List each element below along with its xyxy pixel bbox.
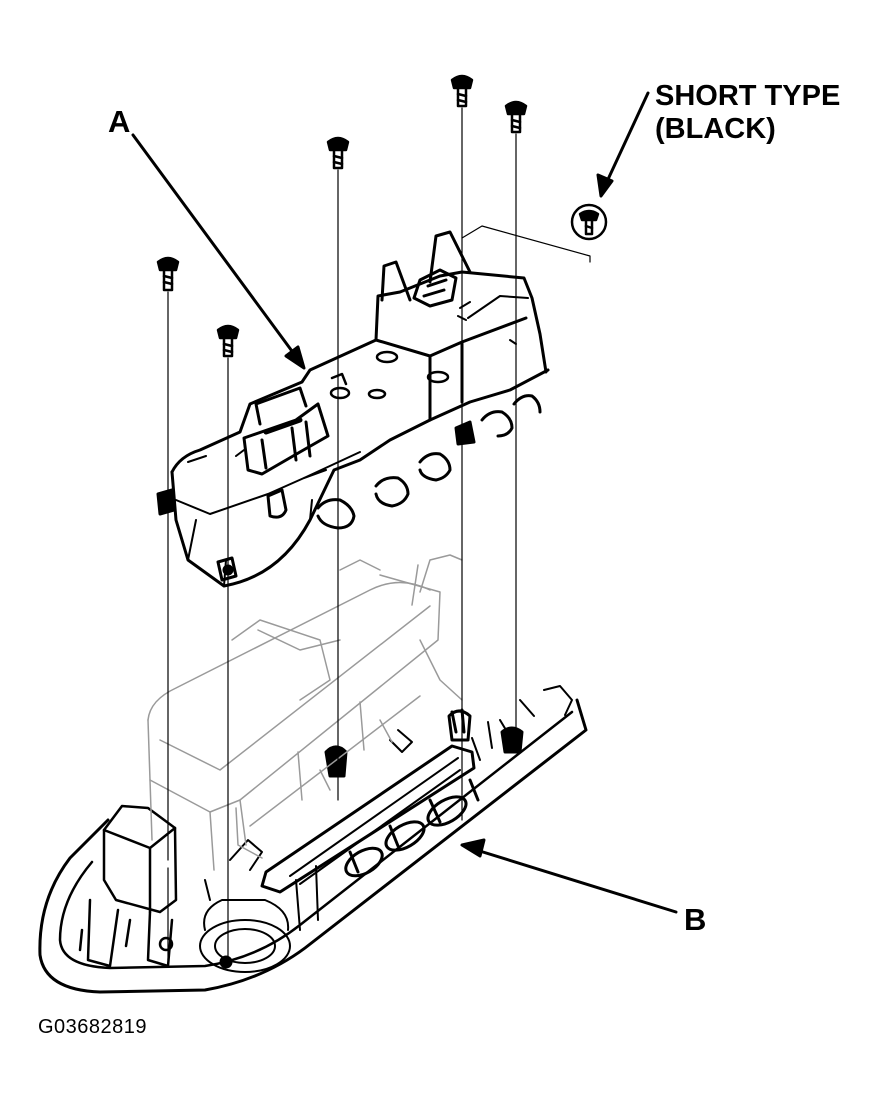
- leader-b: [468, 846, 678, 914]
- short-type-note: SHORT TYPE (BLACK): [655, 80, 840, 146]
- callout-label-a: A: [108, 104, 131, 139]
- alignment-lines: [167, 107, 591, 961]
- unit-front-upper-edge: [175, 451, 361, 515]
- shifter-housing-faint: [147, 554, 463, 871]
- console-inner-rim: [58, 710, 574, 970]
- leader-arrows: [131, 91, 678, 914]
- unit-latch-ears: [380, 230, 472, 308]
- figure-id: G03682819: [38, 1016, 148, 1038]
- screw-4: [450, 74, 474, 108]
- screws: [156, 74, 528, 358]
- short-type-screw-detail: [570, 203, 608, 241]
- arrowhead-a: [284, 345, 306, 370]
- unit-rear-pod: [374, 316, 528, 422]
- unit-top-face: [170, 270, 548, 474]
- control-unit: [156, 230, 550, 588]
- short-type-note-line1: SHORT TYPE: [655, 80, 841, 112]
- arrowhead-b: [460, 838, 486, 858]
- screw-5: [504, 100, 528, 134]
- screw-2: [216, 324, 240, 358]
- console-base: [38, 685, 588, 994]
- unit-knobs: [316, 394, 542, 530]
- leader-a: [131, 133, 302, 364]
- rear-pocket: [199, 899, 291, 973]
- shifter-slot-inner: [289, 757, 461, 885]
- leader-short-type: [602, 91, 650, 190]
- unit-rear-pod-lip: [459, 295, 529, 319]
- shifter-slot: [260, 744, 476, 894]
- arrowhead-short-type: [596, 173, 614, 198]
- console-outer-rim: [38, 698, 588, 994]
- screw-1: [156, 256, 180, 292]
- callout-label-b: B: [684, 902, 707, 937]
- unit-mount-tabs: [156, 420, 476, 582]
- unit-switch: [242, 386, 330, 476]
- rear-bracket: [78, 804, 178, 968]
- screw-3: [326, 136, 350, 170]
- unit-details: [187, 315, 517, 463]
- cup-holes: [344, 778, 480, 878]
- unit-top-holes: [329, 350, 450, 400]
- console-ribs: [204, 721, 493, 931]
- short-type-note-line2: (BLACK): [655, 113, 776, 145]
